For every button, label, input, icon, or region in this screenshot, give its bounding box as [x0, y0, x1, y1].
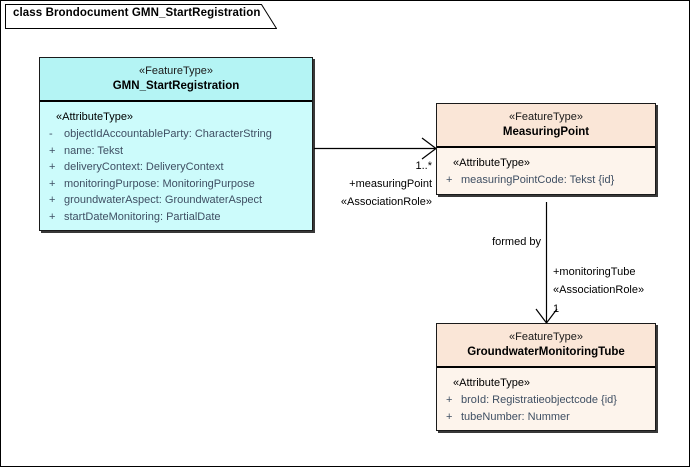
attribute-row: + groundwaterAspect: GroundwaterAspect: [43, 192, 309, 209]
attribute-row: + name: Tekst: [43, 143, 309, 160]
class-stereotype: «FeatureType»: [509, 111, 583, 123]
class-header: «FeatureType» GMN_StartRegistration: [40, 58, 312, 102]
attribute-row: - objectIdAccountableParty: CharacterStr…: [43, 126, 309, 143]
attribute-label: objectIdAccountableParty: CharacterStrin…: [64, 128, 272, 140]
class-name: MeasuringPoint: [502, 126, 590, 138]
class-name: GroundwaterMonitoringTube: [467, 346, 625, 358]
attribute-label: monitoringPurpose: MonitoringPurpose: [64, 177, 255, 190]
attribute-label: deliveryContext: DeliveryContext: [64, 161, 224, 173]
visibility-marker: +: [49, 144, 56, 157]
class-stereotype: «FeatureType»: [139, 65, 213, 77]
diagram-frame-tab: [5, 4, 277, 29]
visibility-marker: +: [49, 161, 56, 173]
association-stereotype-monitoringtube: «AssociationRole»: [553, 284, 645, 296]
attribute-stereotype: «AttributeType»: [56, 111, 134, 123]
visibility-marker: +: [49, 177, 56, 190]
visibility-marker: +: [49, 210, 56, 223]
association-multiplicity-tube: 1: [553, 303, 560, 315]
class-attributes: «AttributeType» + measuringPointCode: Te…: [437, 148, 655, 194]
attribute-row: + measuringPointCode: Tekst {id}: [440, 172, 652, 189]
attribute-row: + deliveryContext: DeliveryContext: [43, 159, 309, 176]
association-name-formed-by: formed by: [492, 236, 541, 248]
class-attributes: «AttributeType» + broId: Registratieobje…: [437, 368, 655, 430]
class-box-gmn-start-registration[interactable]: «FeatureType» GMN_StartRegistration «Att…: [39, 57, 313, 231]
class-header: «FeatureType» MeasuringPoint: [437, 104, 655, 148]
class-name: GMN_StartRegistration: [112, 80, 240, 92]
visibility-marker: +: [49, 194, 56, 206]
association-role-monitoringtube: +monitoringTube: [553, 266, 636, 278]
class-header: «FeatureType» GroundwaterMonitoringTube: [437, 324, 655, 368]
attribute-label: name: Tekst: [64, 144, 124, 157]
attribute-label: measuringPointCode: Tekst {id}: [461, 174, 615, 186]
attribute-row: + broId: Registratieobjectcode {id}: [440, 392, 652, 409]
attribute-label: groundwaterAspect: GroundwaterAspect: [64, 194, 263, 206]
class-attributes: «AttributeType» - objectIdAccountablePar…: [40, 102, 312, 230]
attribute-stereotype: «AttributeType»: [453, 157, 531, 169]
association-multiplicity-target: 1..*: [415, 160, 432, 172]
class-stereotype: «FeatureType»: [509, 331, 583, 343]
attribute-label: tubeNumber: Nummer: [461, 410, 570, 423]
attribute-row: + startDateMonitoring: PartialDate: [43, 209, 309, 226]
class-box-measuring-point[interactable]: «FeatureType» MeasuringPoint «AttributeT…: [436, 103, 656, 195]
visibility-marker: +: [446, 410, 453, 423]
attribute-stereotype: «AttributeType»: [453, 377, 531, 389]
diagram-title: class Brondocument GMN_StartRegistration: [13, 7, 261, 19]
attribute-row: + monitoringPurpose: MonitoringPurpose: [43, 176, 309, 193]
visibility-marker: +: [446, 394, 453, 406]
class-box-groundwater-monitoring-tube[interactable]: «FeatureType» GroundwaterMonitoringTube …: [436, 323, 656, 431]
attribute-label: broId: Registratieobjectcode {id}: [461, 394, 617, 406]
visibility-marker: -: [49, 128, 53, 140]
association-stereotype-measuringpoint: «AssociationRole»: [340, 196, 432, 208]
attribute-row: + tubeNumber: Nummer: [440, 409, 652, 426]
visibility-marker: +: [446, 174, 453, 186]
attribute-label: startDateMonitoring: PartialDate: [64, 210, 221, 223]
association-role-measuringpoint: +measuringPoint: [349, 178, 432, 190]
